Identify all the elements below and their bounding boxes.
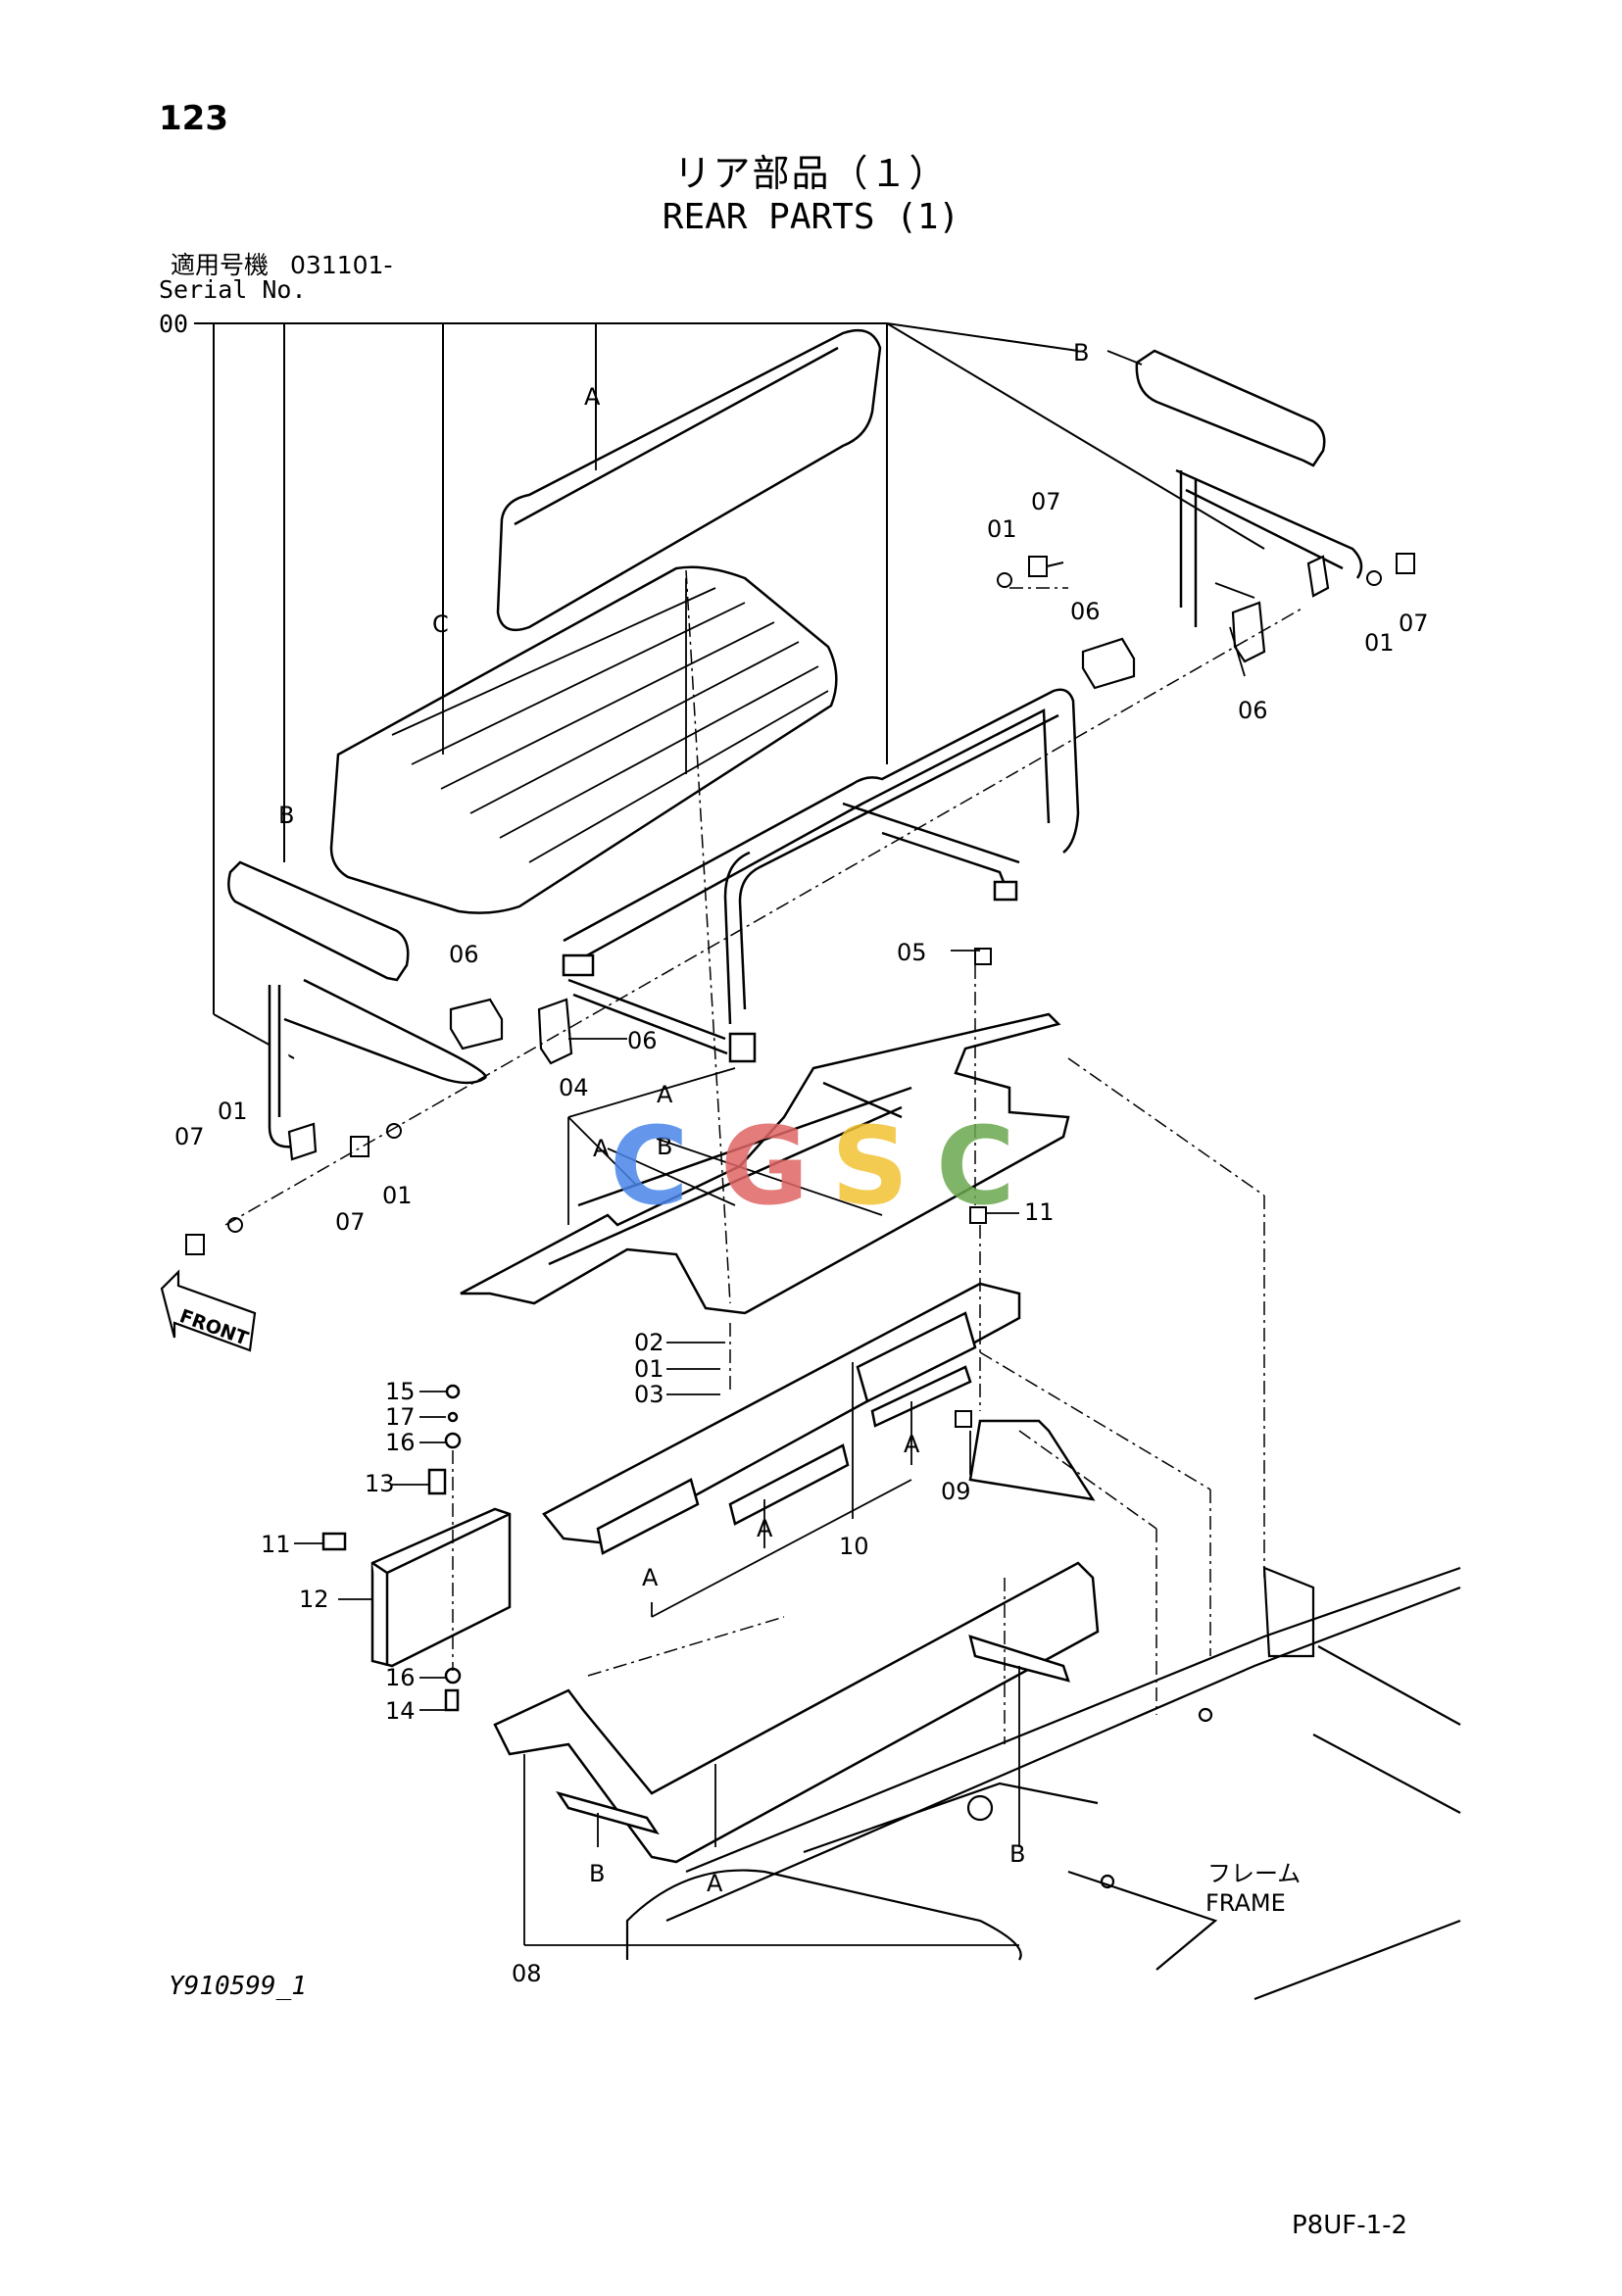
callout-b5: B [1009,1840,1025,1868]
seat-cushion [329,565,838,914]
callout-11b: 11 [261,1531,291,1558]
callout-03: 03 [634,1381,664,1408]
armrest-right [1135,349,1363,627]
page-reference: P8UF-1-2 [1292,2211,1408,2240]
callout-05: 05 [897,939,927,966]
callout-06a: 06 [1070,598,1101,625]
lower-tray [542,1282,1021,1555]
page-number: 123 [159,99,228,138]
serial-range: 031101- [290,251,393,279]
cgsc-watermark: C G S C [610,1103,1015,1229]
watermark-letter-2: G [720,1103,809,1229]
callout-13: 13 [365,1470,395,1497]
callout-15: 15 [385,1378,416,1405]
callout-06d: 06 [627,1027,658,1054]
seat-frame [562,688,1080,1063]
callout-labels: A B C B 01 07 06 06 01 07 06 06 07 01 07… [174,339,1429,1987]
callout-a3: A [593,1135,610,1162]
title-english: REAR PARTS (1) [662,197,960,237]
callout-10: 10 [839,1533,869,1560]
callout-01e: 01 [634,1355,664,1383]
watermark-letter-3: S [831,1103,909,1229]
callout-09: 09 [941,1478,971,1505]
callout-a5: A [757,1515,773,1542]
frame-label-japanese: フレーム [1207,1860,1301,1887]
callout-07a: 07 [1031,488,1061,515]
callout-07d: 07 [335,1208,366,1236]
callout-01c: 01 [218,1098,248,1125]
assembly-lines [224,569,1304,1744]
callout-01d: 01 [382,1182,413,1209]
callout-06b: 06 [1238,697,1268,724]
watermark-letter-1: C [610,1103,689,1229]
frame-label-english: FRAME [1205,1889,1286,1917]
callout-a7: A [707,1870,723,1897]
callout-06c: 06 [449,941,479,968]
callout-16b: 16 [385,1664,416,1691]
serial-label-english: Serial No. [159,275,307,304]
callout-b4: B [589,1860,605,1887]
callout-14: 14 [385,1697,416,1725]
callout-a2: A [657,1081,673,1108]
machine-frame [625,1566,1461,2001]
callout-b3: B [657,1133,672,1160]
callout-07c: 07 [174,1123,205,1150]
fasteners [185,553,1415,1428]
control-box [321,1384,512,1712]
callout-01a: 01 [987,515,1017,543]
serial-code: 00 [159,310,189,338]
seat-backrest [496,328,882,632]
callout-08: 08 [512,1960,542,1987]
callout-leaders [283,350,1255,1946]
callout-04: 04 [559,1074,589,1101]
callout-02: 02 [634,1329,664,1356]
mounting-plate [460,1012,1070,1315]
base-box [493,1419,1100,1864]
callout-c1: C [432,611,449,638]
callout-a6: A [904,1431,920,1458]
armrest-left [227,860,487,1150]
callout-b1: B [1073,339,1089,366]
serial-leader-lines [194,322,1265,1059]
callout-12: 12 [299,1586,329,1613]
callout-11a: 11 [1024,1198,1055,1226]
callout-16a: 16 [385,1429,416,1456]
diagram-code: Y910599_1 [169,1972,307,2001]
watermark-letter-4: C [936,1103,1015,1229]
callout-a4: A [642,1564,659,1591]
callout-01b: 01 [1364,629,1395,657]
title-japanese: リア部品（１） [673,152,949,195]
brackets [287,555,1330,1161]
callout-07b: 07 [1399,610,1429,637]
callout-b2: B [278,802,294,829]
callout-a1: A [584,383,601,411]
front-arrow [160,1269,257,1352]
callout-17: 17 [385,1403,416,1431]
